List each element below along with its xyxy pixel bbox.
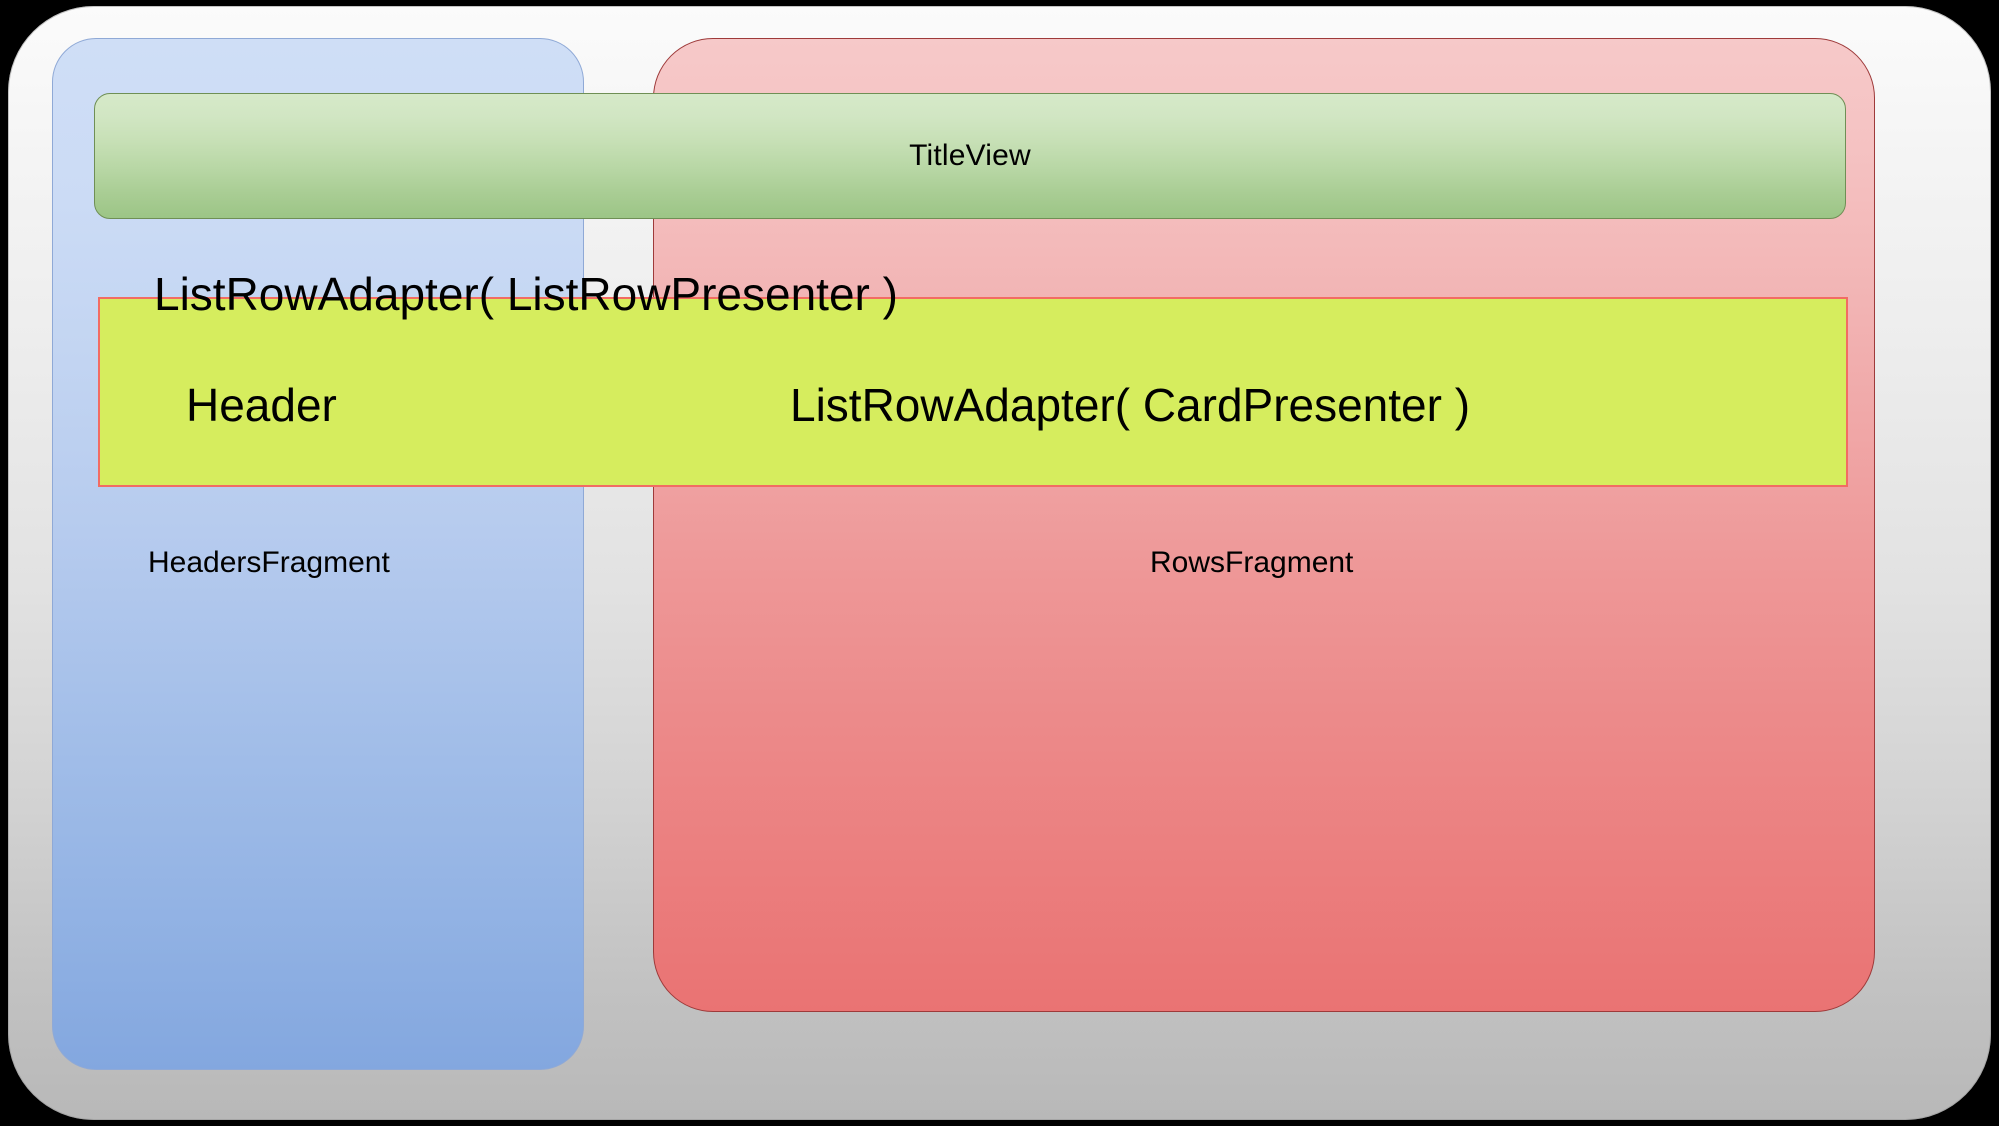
list-row-adapter-presenter-label: ListRowAdapter( ListRowPresenter ) — [154, 268, 898, 320]
headers-fragment-label: HeadersFragment — [148, 546, 390, 579]
title-view-bar[interactable]: TitleView — [94, 93, 1846, 219]
list-row-adapter-box[interactable] — [98, 297, 1848, 487]
rows-fragment-label: RowsFragment — [1150, 546, 1354, 579]
list-row-adapter-card-label: ListRowAdapter( CardPresenter ) — [790, 379, 1471, 431]
header-label: Header — [186, 379, 337, 431]
title-view-label: TitleView — [909, 139, 1031, 172]
outer-shell-container: TitleView ListRowAdapter( ListRowPresent… — [8, 6, 1991, 1120]
